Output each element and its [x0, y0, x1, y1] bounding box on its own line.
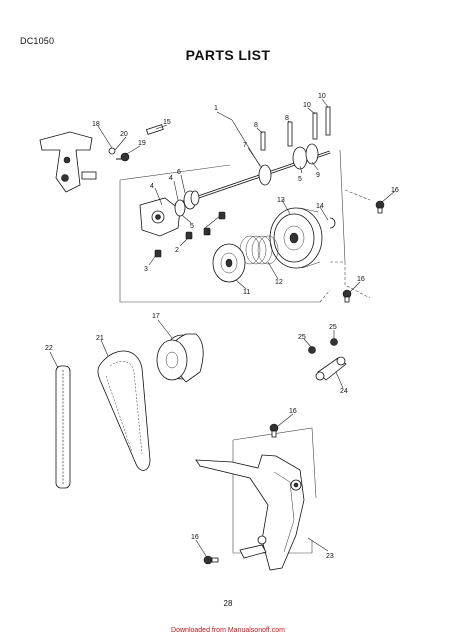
callout-20: 20 [120, 131, 128, 138]
callout-5: 5 [298, 176, 302, 183]
drum-pulley [156, 333, 204, 383]
pulley [269, 207, 323, 269]
callout-19: 19 [138, 140, 146, 147]
timing-belt-22 [55, 365, 71, 489]
callout-11: 11 [243, 289, 250, 296]
callout-3: 3 [144, 266, 148, 273]
callout-16: 16 [191, 534, 199, 541]
shaft-assembly-frame [119, 149, 371, 303]
callout-16: 16 [289, 408, 297, 415]
callout-7: 7 [243, 142, 247, 149]
callout-8: 8 [285, 115, 289, 122]
callout-2: 2 [175, 247, 179, 254]
callout-22: 22 [45, 345, 53, 352]
callout-6: 6 [177, 169, 181, 176]
callout-8: 8 [254, 122, 258, 129]
belt-21 [97, 350, 151, 471]
set-screws [154, 211, 226, 258]
download-footer: Downloaded from Manualsonoff.com [171, 627, 285, 634]
spring [239, 235, 279, 265]
callout-1: 1 [214, 105, 218, 112]
callout-10: 10 [318, 93, 326, 100]
callout-17: 17 [152, 313, 160, 320]
callout-16: 16 [391, 187, 399, 194]
page-title: PARTS LIST [185, 47, 271, 63]
callout-25: 25 [298, 334, 306, 341]
callout-2: 2 [207, 230, 211, 237]
pins [260, 106, 331, 151]
callout-5: 5 [190, 223, 194, 230]
callout-18: 18 [92, 121, 100, 128]
model-number: DC1050 [20, 36, 55, 46]
screws-main [342, 200, 385, 303]
retaining-clip [329, 217, 336, 229]
callout-13: 13 [277, 197, 285, 204]
callout-4: 4 [150, 183, 154, 190]
callout-10: 10 [303, 102, 311, 109]
page-number: 28 [223, 599, 233, 608]
bracket [39, 124, 164, 193]
callout-9: 9 [316, 172, 320, 179]
callout-23: 23 [326, 553, 334, 560]
callout-4: 4 [169, 175, 173, 182]
callout-12: 12 [275, 279, 283, 286]
callout-25: 25 [329, 324, 337, 331]
main-shaft [174, 143, 331, 210]
lever [195, 423, 305, 571]
callout-labels: 1 2 2 3 4 4 5 5 6 7 8 8 9 10 10 11 12 13… [45, 93, 399, 560]
leader-lines [49, 98, 396, 557]
link-assembly [308, 338, 347, 381]
callout-21: 21 [96, 335, 104, 342]
callout-16: 16 [357, 276, 365, 283]
crank-eccentric [139, 190, 200, 237]
callout-15: 15 [163, 119, 171, 126]
collar [212, 243, 246, 283]
callout-24: 24 [340, 388, 348, 395]
callout-14: 14 [316, 203, 324, 210]
